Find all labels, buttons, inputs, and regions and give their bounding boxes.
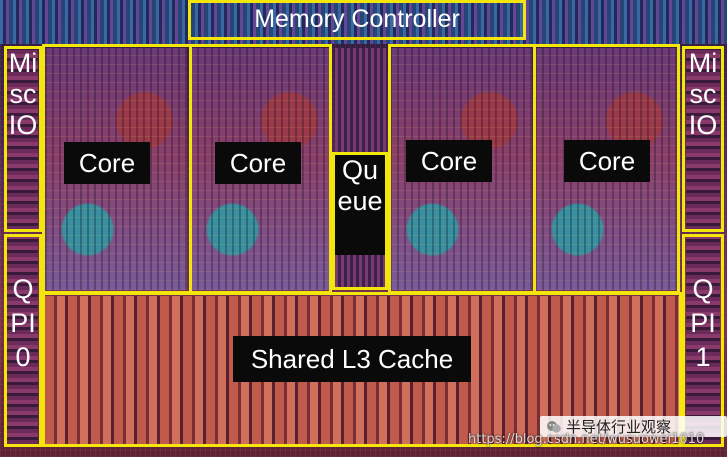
- qpi-left-texture: [6, 236, 38, 444]
- core-divider-left: [186, 44, 192, 294]
- queue-outline: [332, 152, 388, 290]
- watermark-credit-text: 半导体行业观察: [566, 418, 672, 436]
- core-label-4: Core: [564, 140, 650, 182]
- l3-cache-label: Shared L3 Cache: [233, 336, 471, 382]
- qpi-left-label: QPI0: [10, 274, 36, 372]
- wechat-icon: [547, 420, 561, 433]
- qpi-right-label: QPI1: [690, 274, 716, 372]
- queue-label-bg: [335, 155, 385, 255]
- qpi-left-outline: [4, 234, 42, 447]
- misc-io-right-outline: [682, 46, 724, 232]
- misc-io-left-label: MiscIO: [8, 48, 38, 140]
- core-divider-right: [530, 44, 536, 294]
- core-label-2: Core: [215, 142, 301, 184]
- misc-io-right-texture: [686, 48, 720, 230]
- memory-controller-texture: [0, 0, 727, 44]
- qpi-right-outline: [682, 234, 724, 447]
- queue-label: Queue: [337, 155, 383, 216]
- watermark-url: https://blog.csdn.net/wusuowei1010: [468, 432, 705, 447]
- misc-io-left-outline: [4, 46, 42, 232]
- core-label-3: Core: [406, 140, 492, 182]
- qpi-right-texture: [686, 236, 720, 444]
- watermark-credit: 半导体行业观察: [540, 416, 727, 437]
- misc-io-right-label: MiscIO: [688, 48, 718, 140]
- memory-controller-outline: [188, 0, 526, 40]
- misc-io-left-texture: [6, 48, 38, 230]
- core-label-1: Core: [64, 142, 150, 184]
- l3-cache-outline: [42, 292, 682, 447]
- memory-controller-label: Memory Controller: [254, 4, 460, 33]
